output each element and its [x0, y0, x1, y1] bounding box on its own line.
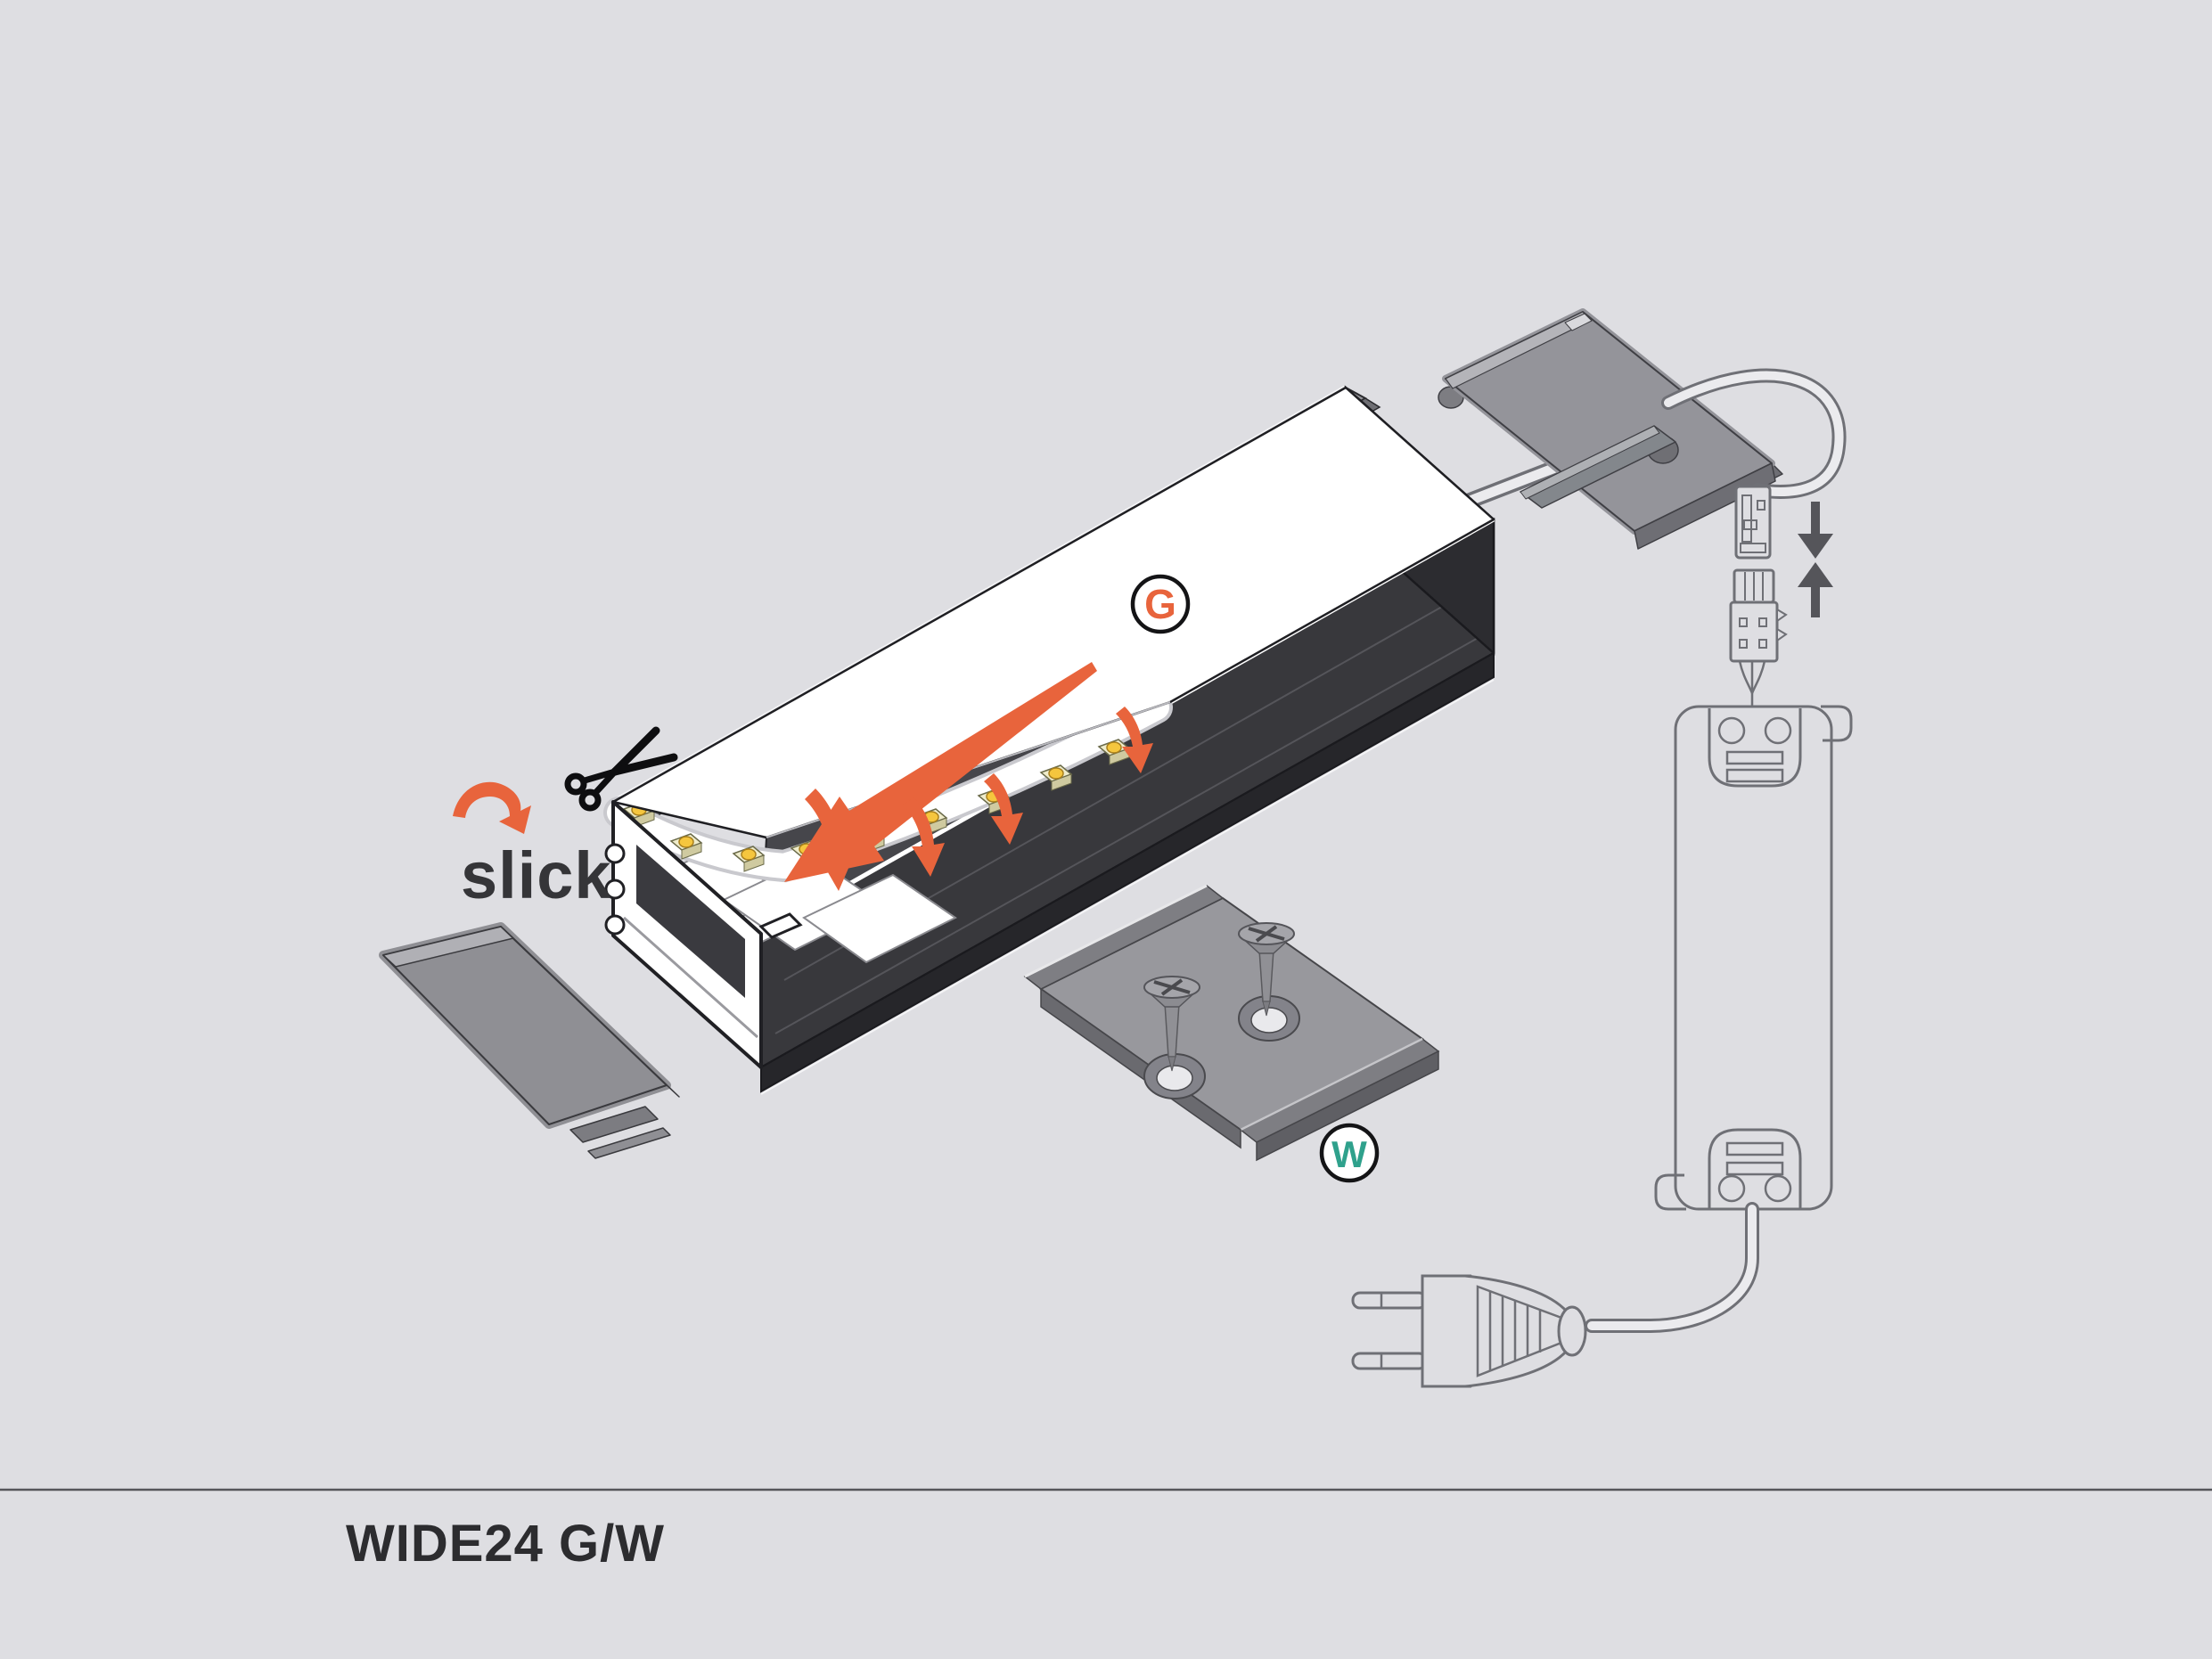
connector-male [1734, 485, 1772, 560]
brand-logo: slick [453, 781, 612, 912]
power-supply [1654, 693, 1853, 1211]
profile-cross-section [604, 800, 803, 1069]
aluminium-profile [603, 384, 1495, 1095]
scissors-icon [564, 726, 678, 812]
insert-direction-arrow-icon [784, 662, 1097, 882]
screw-hole [1143, 1053, 1206, 1099]
connector-female [1729, 568, 1788, 694]
clip-badge-w: W [1319, 1123, 1380, 1183]
countersunk-screw [1238, 922, 1295, 1017]
eu-plug [1351, 1274, 1587, 1388]
brand-logo-text: slick [461, 838, 612, 912]
mounting-clip [1023, 884, 1440, 1162]
press-together-arrows-icon [1798, 502, 1833, 617]
product-title: WIDE24 G/W [346, 1515, 665, 1573]
mains-cable [1585, 1202, 1759, 1333]
strip-press-arrows [805, 707, 1153, 891]
end-cap-with-cable [1438, 308, 1783, 550]
cover-badge-g: G [1130, 574, 1191, 634]
badge-g-letter: G [1144, 581, 1176, 627]
badge-w-letter: W [1331, 1133, 1367, 1175]
end-cap [379, 922, 680, 1159]
countersunk-screw [1143, 976, 1200, 1072]
swoosh-arrow-icon [453, 781, 531, 834]
connector-pair [1729, 485, 1788, 694]
cap-to-connector-cable [1661, 368, 1847, 499]
